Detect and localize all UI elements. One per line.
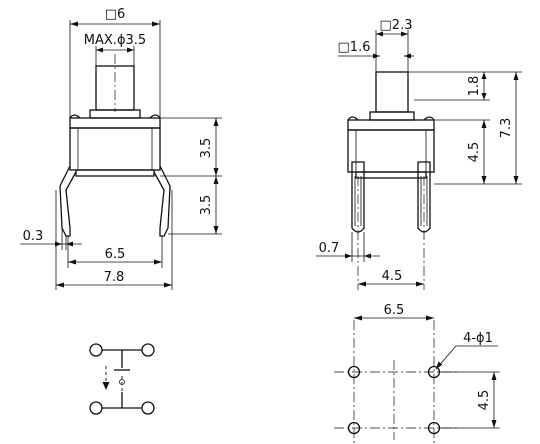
switch-base-side: [355, 171, 427, 179]
actuation-arrow: [102, 382, 110, 390]
arrow-head: [364, 253, 371, 259]
top-frame-front: [69, 117, 161, 129]
dim-lead-thickness-label: 0.3: [23, 229, 44, 244]
dim-lead-spacing-label: 4.5: [382, 269, 403, 284]
arrow-head: [491, 372, 497, 380]
arrow-head: [358, 281, 366, 287]
lead-right: [153, 165, 171, 237]
arrow-head: [513, 176, 519, 184]
lead-side-left: [351, 161, 365, 233]
arrow-head: [56, 282, 64, 288]
arrow-head: [70, 21, 78, 27]
dim-lead-width-label: 0.7: [319, 241, 340, 256]
arrow-head: [481, 176, 487, 184]
dim-total-height-label: 7.3: [499, 118, 514, 139]
dim-actuator-height-label: 1.8: [467, 76, 482, 97]
arrow-head: [404, 53, 411, 59]
arrow-head: [213, 168, 219, 176]
arrow-head: [96, 47, 103, 53]
dim-lead-height-label: 3.5: [199, 195, 214, 216]
arrow-head: [55, 241, 62, 247]
arrow-head: [213, 176, 219, 184]
dim-body-height-label: 3.5: [199, 138, 214, 159]
arrow-head: [68, 259, 76, 265]
arrow-head: [513, 72, 519, 80]
dim-max-actuator-label: MAX.ϕ3.5: [84, 33, 146, 48]
arrow-head: [373, 53, 380, 59]
arrow-head: [491, 420, 497, 428]
dim-hole-pitch-x-label: 6.5: [384, 303, 405, 318]
mounting-hole: [427, 421, 441, 435]
arrow-head: [416, 281, 424, 287]
frame-bump-right: [149, 114, 161, 119]
arrow-head: [127, 47, 134, 53]
arrow-head: [152, 21, 160, 27]
schematic-symbol: [89, 343, 155, 415]
arrow-head: [426, 315, 434, 321]
dim-hole-pitch-y-label: 4.5: [477, 390, 492, 411]
top-frame-side: [347, 119, 435, 131]
mounting-hole: [347, 365, 361, 379]
arrow-head: [345, 253, 352, 259]
arrow-head: [376, 31, 383, 37]
arrow-head: [401, 31, 408, 37]
lead-left: [59, 165, 77, 237]
frame-bump-left: [347, 116, 359, 121]
mounting-hole: [427, 365, 441, 379]
terminal-circle: [141, 343, 155, 357]
arrow-head: [481, 93, 487, 100]
switch-base-front: [75, 169, 155, 177]
dim-overall-width-label: 7.8: [104, 270, 125, 285]
arrow-head: [66, 241, 73, 247]
switch-body-side: [347, 129, 435, 173]
frame-bump-left: [69, 114, 81, 119]
dim-actuator-square-label: □2.3: [380, 18, 413, 33]
actuator-side: [375, 71, 409, 113]
arrow-head: [213, 226, 219, 234]
arrow-head: [481, 72, 487, 79]
terminal-circle: [141, 401, 155, 415]
dim-stem-square-label: □1.6: [338, 40, 371, 55]
arrow-head: [164, 282, 172, 288]
dim-hole-callout-label: 4-ϕ1: [463, 331, 493, 346]
mounting-hole: [347, 421, 361, 435]
actuator-cap-side: [369, 111, 415, 121]
terminal-circle: [89, 343, 103, 357]
terminal-circle: [89, 401, 103, 415]
dim-body-height-side-label: 4.5: [467, 142, 482, 163]
dim-body-width-label: □6: [105, 7, 126, 22]
arrow-head: [213, 118, 219, 126]
arrow-head: [481, 120, 487, 128]
dim-lead-pitch-label: 6.5: [105, 247, 126, 262]
switch-body-front: [69, 127, 161, 171]
arrow-head: [154, 259, 162, 265]
lead-side-right: [417, 161, 431, 233]
pcb-layout: 6.5 4-ϕ1 4.5: [334, 303, 500, 444]
arrow-head: [436, 361, 443, 369]
side-view: □2.3 □1.6 1.8 4.5: [316, 18, 522, 290]
front-view: □6 MAX.ϕ3.5 3.5 3.5: [20, 7, 222, 290]
arrow-head: [354, 315, 362, 321]
frame-bump-right: [423, 116, 435, 121]
